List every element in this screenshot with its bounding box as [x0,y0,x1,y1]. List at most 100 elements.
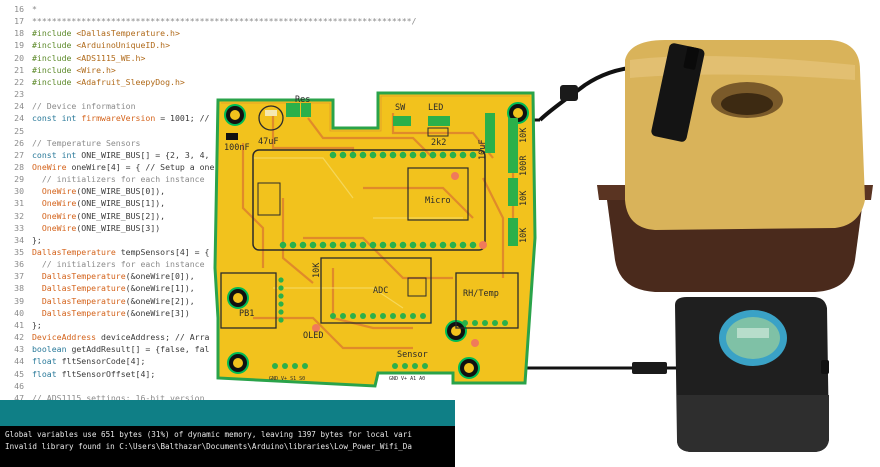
r100r-pads [508,148,518,173]
label-res: Res [295,95,310,105]
code-text: const int firmwareVersion = 1001; // [32,113,210,124]
label-pb1: PB1 [239,309,254,319]
pb1-pins [278,277,284,323]
code-text: DallasTemperature(&oneWire[1]), [41,283,195,294]
code-line: 41}; [0,319,470,332]
code-text: * [32,4,37,14]
line-number: 42 [14,332,24,343]
code-line: 16 * [0,3,470,16]
console-line-1: Global variables use 651 bytes (31%) of … [5,430,412,439]
line-number: 27 [14,149,24,160]
line-number: 16 [14,4,24,14]
code-text: DallasTemperature(&oneWire[2]), [41,295,195,306]
pcb-layout: Res SW LED 47uF 100nF 2k2 10uF 10K 100R … [213,91,537,388]
code-text: DallasTemperature(&oneWire[0]), [41,271,195,282]
label-micro: Micro [425,196,451,206]
line-number: 33 [14,222,24,233]
code-line: 22 #include <Adafruit_SleepyDog.h> [0,76,470,89]
sensor-badge-mark [737,328,769,338]
code-text: #include <Adafruit_SleepyDog.h> [32,76,185,87]
code-line: 40 DallasTemperature(&oneWire[3]) [0,307,470,320]
line-number: 18 [14,28,24,39]
code-line: 47// ADS1115 settings; 16-bit version [0,392,470,405]
code-line: 32 OneWire(ONE_WIRE_BUS[2]), [0,210,470,223]
r10k-a-pads [508,118,518,154]
pb1-outline [220,272,277,329]
rh-temp-pins [462,320,508,326]
label-100r: 100R [519,155,529,176]
line-number: 20 [14,52,24,63]
code-text: }; [32,234,42,245]
sensor-plug [632,362,667,374]
line-number: 30 [14,186,24,197]
build-console: Global variables use 651 bytes (31%) of … [0,426,460,467]
line-number: 26 [14,137,24,148]
label-10k-d: 10K [312,262,322,278]
code-line: 29 // initializers for each instance [0,173,470,186]
cap-10uf [485,113,495,153]
micro-outline [252,149,486,251]
line-number: 23 [14,89,24,100]
label-2k2: 2k2 [431,138,446,148]
rh-temp-outline [455,272,519,329]
line-number: 37 [14,271,24,282]
cap-47uf [258,105,284,131]
code-text: OneWire(ONE_WIRE_BUS[1]), [41,198,166,209]
r2k2-outline [427,127,449,137]
code-text: DallasTemperature(&oneWire[3]) [41,307,190,318]
cube-hole-inner [721,93,773,115]
micro-chip-outline [407,167,469,221]
code-text: #include <ArduinoUniqueID.h> [32,40,171,51]
line-number: 47 [14,392,24,403]
code-line: 26// Temperature Sensors [0,137,470,150]
pcb-board [213,91,537,388]
label-10k-c: 10K [519,227,529,243]
console-line-2: Invalid library found in C:\Users\Baltha… [5,442,412,451]
res-pad-2 [301,103,311,117]
line-number: 38 [14,283,24,294]
code-line: 27 const int ONE_WIRE_BUS[] = {2, 3, 4, [0,149,470,162]
label-sensor: Sensor [397,350,428,360]
code-line: 36 // initializers for each instance [0,258,470,271]
line-number: 22 [14,76,24,87]
adc-chip [407,277,427,297]
code-text: OneWire(ONE_WIRE_BUS[2]), [41,210,166,221]
code-line: 19#include <ArduinoUniqueID.h> [0,39,470,52]
label-rh-temp: RH/Temp [463,289,499,299]
code-text: }; [32,319,42,330]
code-line: 24// Device information [0,100,470,113]
code-text: // initializers for each instance [41,259,205,270]
code-line: 46 [0,380,470,393]
code-text: DallasTemperature tempSensors[4] = { [32,247,210,257]
code-line: 34}; [0,234,470,247]
code-line: 31 OneWire(ONE_WIRE_BUS[1]), [0,197,470,210]
code-line: 35 DallasTemperature tempSensors[4] = { [0,246,470,259]
label-led: LED [428,103,443,113]
line-number: 36 [14,259,24,270]
line-number: 34 [14,234,24,245]
console-header-bar [0,400,460,426]
code-line: 39 DallasTemperature(&oneWire[2]), [0,295,470,308]
label-10k-b: 10K [519,190,529,206]
code-text: const int ONE_WIRE_BUS[] = {2, 3, 4, [32,149,210,160]
photo-illustration [455,40,873,452]
adc-outline [320,257,432,324]
sensor-button [821,360,829,374]
code-line: 33 OneWire(ONE_WIRE_BUS[3]) [0,222,470,235]
cap-100nf [226,133,238,140]
line-number: 35 [14,247,24,257]
code-text: DeviceAddress deviceAddress; // Arra [32,332,210,343]
label-oled: OLED [303,331,323,341]
rh-pad-dot [471,339,479,347]
code-text: OneWire oneWire[4] = { // Setup a one [32,161,215,172]
label-10k-a: 10K [519,127,529,143]
micro-pad-dot [479,241,487,249]
label-sw: SW [395,103,406,113]
pcb-traces-light [253,157,463,309]
led-pads [428,116,450,126]
